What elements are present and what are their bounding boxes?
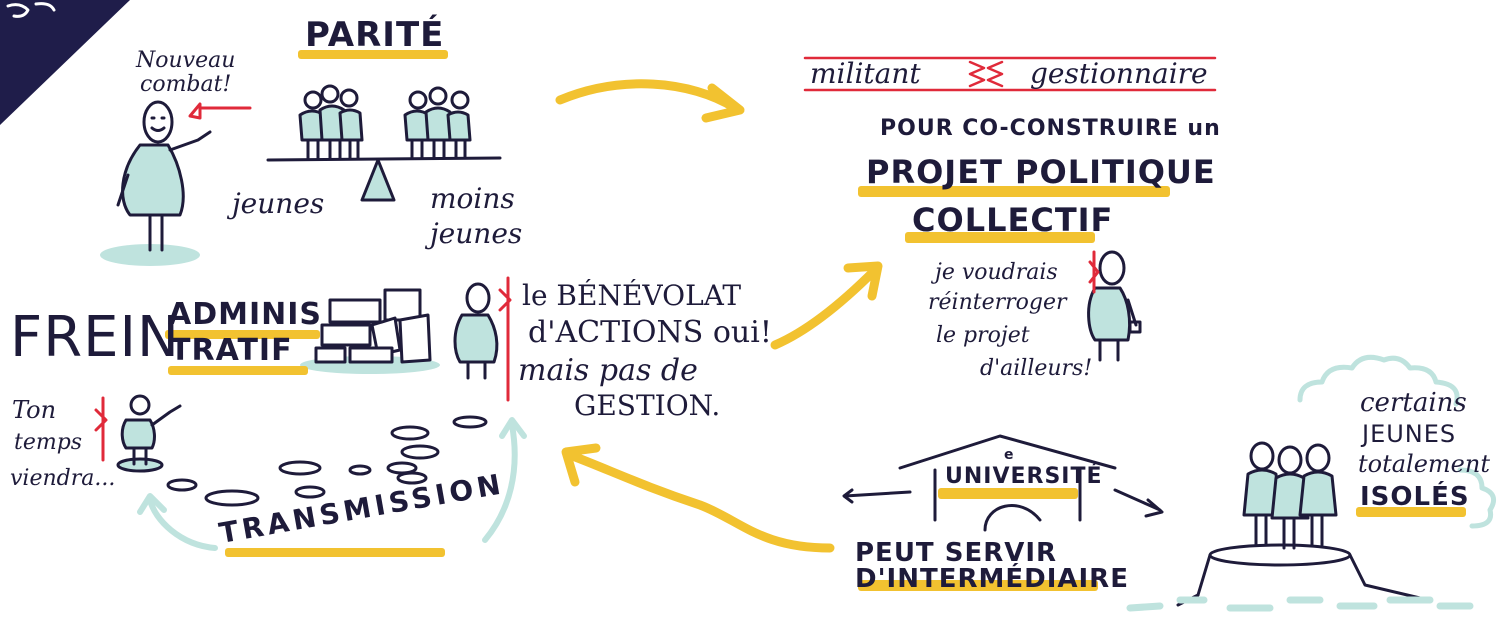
title-collectif: COLLECTIF xyxy=(912,201,1114,239)
corner-speech-icon xyxy=(6,2,56,18)
person-speaker-icon xyxy=(116,100,212,252)
label-mais-pas-de: mais pas de xyxy=(518,353,698,388)
label-pour-co-construire: POUR CO-CONSTRUIRE un xyxy=(880,116,1221,141)
label-dailleurs: d'ailleurs! xyxy=(980,356,1093,381)
highlight-intermediaire xyxy=(858,580,1098,591)
arrow-middle xyxy=(770,265,880,350)
label-le-projet: le projet xyxy=(936,323,1030,348)
highlight-tratif xyxy=(168,366,308,375)
cloud-outline xyxy=(1297,354,1460,407)
label-actions: d'ACTIONS oui! xyxy=(528,315,772,350)
highlight-transmission xyxy=(225,548,445,557)
transmission-arrow-left xyxy=(147,497,218,551)
person-worried-icon xyxy=(453,282,499,380)
title-projet-politique: PROJET POLITIQUE xyxy=(866,153,1216,191)
label-certains: certains xyxy=(1360,388,1467,418)
label-peut-servir: PEUT SERVIR xyxy=(855,538,1058,568)
arrow-bottom xyxy=(565,450,835,553)
label-moins-jeunes: jeunes xyxy=(430,217,523,250)
label-tratif: TRATIF xyxy=(170,333,293,368)
thought-tick xyxy=(1088,250,1100,294)
highlight-adminis xyxy=(165,330,320,339)
arrow-top xyxy=(555,79,740,113)
university-building-icon xyxy=(842,434,1164,532)
label-universite: UNIVERSITÉ xyxy=(945,464,1103,489)
ton-temps-bracket xyxy=(94,396,108,462)
label-isoles: ISOLÉS xyxy=(1360,482,1470,512)
ground-shadow xyxy=(100,244,200,266)
highlight-collectif xyxy=(905,232,1095,243)
title-parite: PARITÉ xyxy=(305,15,445,55)
label-combat: combat! xyxy=(140,72,232,97)
speech-tick xyxy=(188,102,252,120)
label-universite-e: e xyxy=(1004,447,1015,463)
label-reinterroger: réinterroger xyxy=(928,290,1067,315)
tension-zigzag xyxy=(968,60,1004,88)
transmission-arrow-right xyxy=(482,422,518,543)
water-dashes xyxy=(1126,596,1474,612)
label-nouveau: Nouveau xyxy=(136,48,236,73)
corner-banner xyxy=(0,0,130,125)
stepping-stones xyxy=(166,415,488,507)
highlight-universite xyxy=(938,488,1078,499)
label-totalement: totalement xyxy=(1358,450,1490,478)
label-ton: Ton xyxy=(12,396,57,424)
label-temps: temps xyxy=(14,430,83,455)
tension-lines xyxy=(803,56,1217,92)
label-jeunes: jeunes xyxy=(232,187,325,220)
highlight-isoles xyxy=(1356,507,1466,517)
label-militant: militant xyxy=(810,57,921,90)
benevolat-bracket xyxy=(498,276,512,402)
label-moins: moins xyxy=(430,182,515,215)
stump-icon xyxy=(1176,543,1422,607)
cloud-outline-right xyxy=(1457,467,1497,529)
label-je-voudrais: je voudrais xyxy=(935,260,1058,285)
paperwork-boxes-icon xyxy=(314,288,432,364)
isolated-youths-icon xyxy=(1242,441,1338,550)
label-benevolat: le BÉNÉVOLAT xyxy=(522,279,742,312)
label-intermediaire: D'INTERMÉDIAIRE xyxy=(855,564,1129,594)
label-gestion: GESTION. xyxy=(574,389,721,422)
highlight-parite xyxy=(298,50,448,59)
label-adminis: ADMINIS xyxy=(168,297,323,332)
label-viendra: viendra... xyxy=(10,466,116,491)
highlight-projet xyxy=(858,186,1170,197)
label-gestionnaire: gestionnaire xyxy=(1030,57,1208,90)
label-jeunes-isoles: JEUNES xyxy=(1362,420,1457,448)
parity-seesaw-icon xyxy=(266,84,502,202)
title-frein: FREIN xyxy=(10,305,180,370)
person-waiting-icon xyxy=(120,394,182,466)
person-thinking-icon xyxy=(1087,250,1142,362)
